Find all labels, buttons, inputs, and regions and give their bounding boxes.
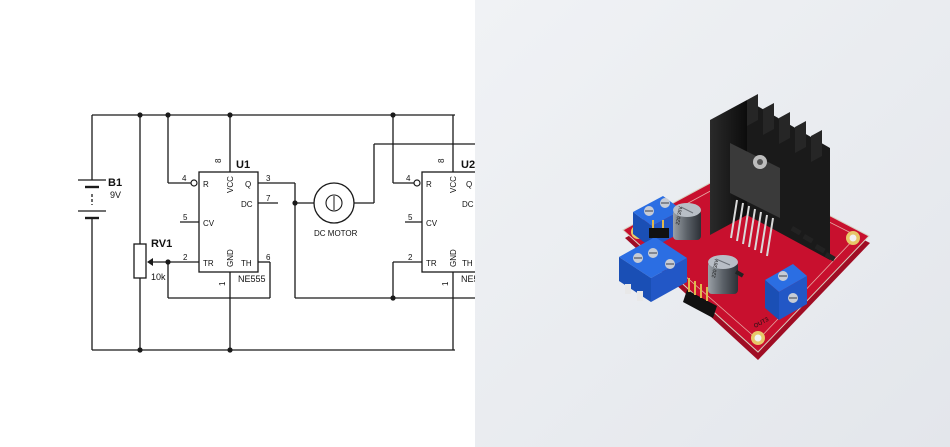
u1-num-8: 8 [214, 158, 223, 163]
u1-pin-gnd: GND [226, 249, 235, 267]
battery-ref: B1 [108, 177, 122, 189]
potentiometer-value: 10k [151, 272, 166, 282]
dc-motor: DC MOTOR [313, 182, 358, 238]
u1-num-7: 7 [266, 194, 271, 203]
u2-part: NE555 [461, 274, 475, 284]
circuit-schematic: B1 9V RV1 10k U1 NE555 R Q CV DC TR TH V… [78, 112, 475, 353]
battery-b1 [78, 179, 106, 220]
heatsink [710, 94, 830, 260]
u1-part: NE555 [238, 274, 266, 284]
capacitor-bottom-label: 220 35V [711, 258, 720, 278]
u1-num-4: 4 [182, 174, 187, 183]
u2-num-1: 1 [441, 281, 450, 286]
u1-num-1: 1 [218, 281, 227, 286]
u1-pin-vcc: VCC [226, 176, 235, 193]
motor-driver-photo: OUT3 220 35V 220 35V [475, 0, 950, 447]
u1-pin-q: Q [245, 180, 251, 189]
motor-label: DC MOTOR [314, 229, 358, 238]
smd-components [735, 226, 836, 278]
ic-u1: U1 NE555 R Q CV DC TR TH VCC GND 4 8 3 5… [182, 158, 271, 286]
u1-ref: U1 [236, 159, 250, 171]
u2-num-8: 8 [437, 158, 446, 163]
u1-num-3: 3 [266, 174, 271, 183]
capacitor-top: 220 35V [673, 203, 701, 240]
u2-pin-th: TH [462, 259, 473, 268]
wires [91, 114, 475, 351]
u1-num-6: 6 [266, 253, 271, 262]
battery-value: 9V [110, 190, 121, 200]
u2-num-2: 2 [408, 253, 413, 262]
ic-u2: U2 NE555 R Q CV DC TR TH VCC GND 4 8 3 5… [406, 158, 475, 286]
junction-dots [137, 112, 396, 353]
u1-pin-tr: TR [203, 259, 214, 268]
terminal-block-bottom-left [619, 237, 687, 302]
u2-pin-q: Q [466, 180, 472, 189]
u2-pin-dc: DC [462, 200, 474, 209]
potentiometer-rv1 [133, 243, 153, 279]
u1-num-5: 5 [183, 213, 188, 222]
u1-num-2: 2 [183, 253, 188, 262]
potentiometer-ref: RV1 [151, 238, 172, 250]
u2-num-4: 4 [406, 174, 411, 183]
u1-pin-cv: CV [203, 219, 215, 228]
u2-pin-gnd: GND [449, 249, 458, 267]
u2-pin-tr: TR [426, 259, 437, 268]
u2-pin-cv: CV [426, 219, 438, 228]
terminal-block-right [765, 264, 807, 320]
capacitor-bottom: 220 35V [708, 255, 738, 294]
header-pins [649, 220, 717, 318]
u2-ref: U2 [461, 159, 475, 171]
u2-pin-r: R [426, 180, 432, 189]
capacitor-top-label: 220 35V [675, 205, 684, 225]
u2-pin-vcc: VCC [449, 176, 458, 193]
u1-pin-r: R [203, 180, 209, 189]
u1-pin-th: TH [241, 259, 252, 268]
u2-num-5: 5 [408, 213, 413, 222]
u1-pin-dc: DC [241, 200, 253, 209]
